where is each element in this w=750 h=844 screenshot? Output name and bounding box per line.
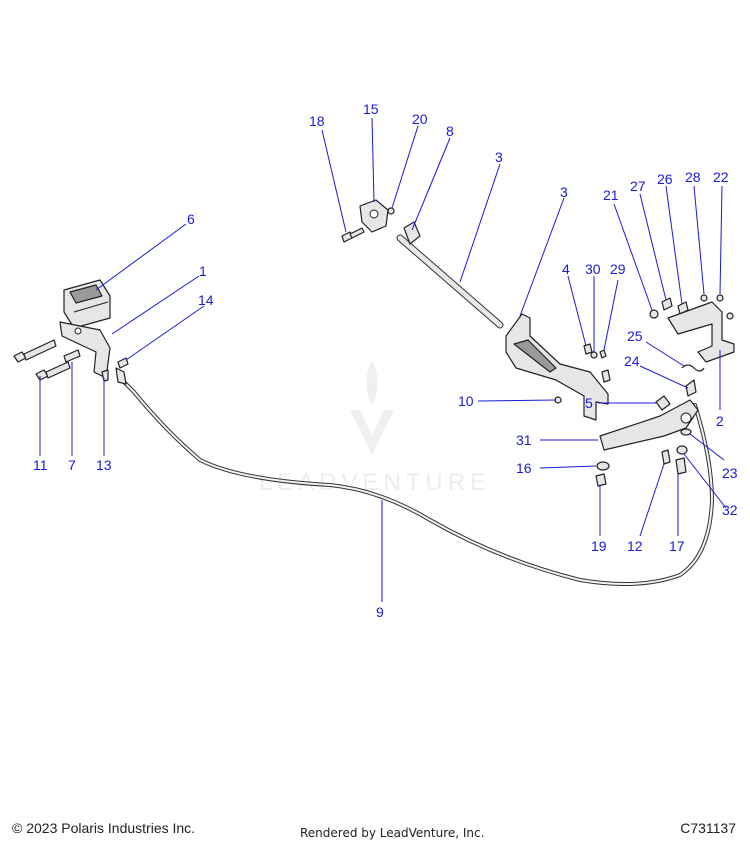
part-1-bracket: [59, 321, 111, 379]
part-16-washer: [596, 461, 610, 471]
leader-lines: [39, 117, 727, 602]
part-2-bracket: [667, 301, 735, 363]
callout-6: 6: [187, 211, 195, 227]
callout-1: 1: [199, 263, 207, 279]
callout-7: 7: [68, 457, 76, 473]
leadventure-watermark: LEADVENTURE: [259, 360, 486, 496]
callout-labels: 6 1 14 11 7 13 18 15 20 8 3 3 4 30 29 10…: [33, 101, 738, 620]
part-8-bushing: [403, 221, 421, 245]
callout-27: 27: [630, 178, 646, 194]
part-13-clip: [101, 369, 109, 382]
part-19-nut: [595, 473, 607, 487]
part-4-nut: [583, 343, 593, 355]
part-21-washer: [649, 309, 659, 319]
part-11-bolt: [13, 339, 71, 381]
callout-26: 26: [657, 171, 673, 187]
part-6-bracket-block: [63, 279, 111, 329]
part-28-washer: [700, 294, 708, 302]
part-7-pin: [63, 349, 81, 363]
callout-17: 17: [669, 538, 685, 554]
part-30-washer: [590, 351, 598, 359]
callout-25: 25: [627, 328, 643, 344]
callout-5: 5: [585, 395, 593, 411]
callout-24: 24: [624, 353, 640, 369]
part-20-nut: [387, 207, 395, 215]
part-27-nut: [661, 297, 673, 311]
part-23-washer: [680, 428, 692, 436]
callout-32: 32: [722, 502, 738, 518]
callout-2: 2: [716, 413, 724, 429]
rendered-by-notice: Rendered by LeadVenture, Inc.: [300, 826, 485, 840]
copyright-notice: © 2023 Polaris Industries Inc.: [12, 820, 196, 836]
callout-20: 20: [412, 111, 428, 127]
callout-13: 13: [96, 457, 112, 473]
callout-4: 4: [562, 261, 570, 277]
part-22-nut: [716, 294, 734, 320]
callout-11: 11: [33, 457, 48, 473]
part-18-bolt: [341, 227, 365, 243]
part-31-lever: [599, 399, 699, 451]
callout-3-rod: 3: [495, 149, 503, 165]
callout-30: 30: [585, 261, 601, 277]
callout-3-bracket: 3: [560, 184, 568, 200]
callout-10: 10: [458, 393, 474, 409]
callout-18: 18: [309, 113, 325, 129]
part-3-bracket: [505, 313, 609, 421]
callout-16: 16: [516, 460, 532, 476]
diagram-code: C731137: [680, 820, 736, 836]
part-15-lever: [359, 199, 389, 233]
part-17-bolt: [675, 457, 687, 475]
callout-15: 15: [363, 101, 379, 117]
part-5-pivot: [655, 395, 671, 411]
callout-8: 8: [446, 123, 454, 139]
part-25-spring: [681, 364, 705, 372]
part-9-cable: [115, 367, 715, 586]
part-24-clip: [685, 379, 697, 397]
part-12-bolt: [661, 449, 671, 465]
callout-9: 9: [376, 604, 384, 620]
part-14-pin: [117, 357, 129, 369]
callout-19: 19: [591, 538, 607, 554]
part-32-spacer: [676, 445, 688, 455]
callout-31: 31: [516, 432, 532, 448]
part-29-bolt: [599, 349, 611, 383]
callout-28: 28: [685, 169, 701, 185]
callout-29: 29: [610, 261, 626, 277]
callout-23: 23: [722, 465, 738, 481]
callout-12: 12: [627, 538, 643, 554]
callout-21: 21: [603, 187, 619, 203]
callout-22: 22: [713, 169, 729, 185]
part-3-rod: [396, 234, 504, 329]
callout-14: 14: [198, 292, 214, 308]
